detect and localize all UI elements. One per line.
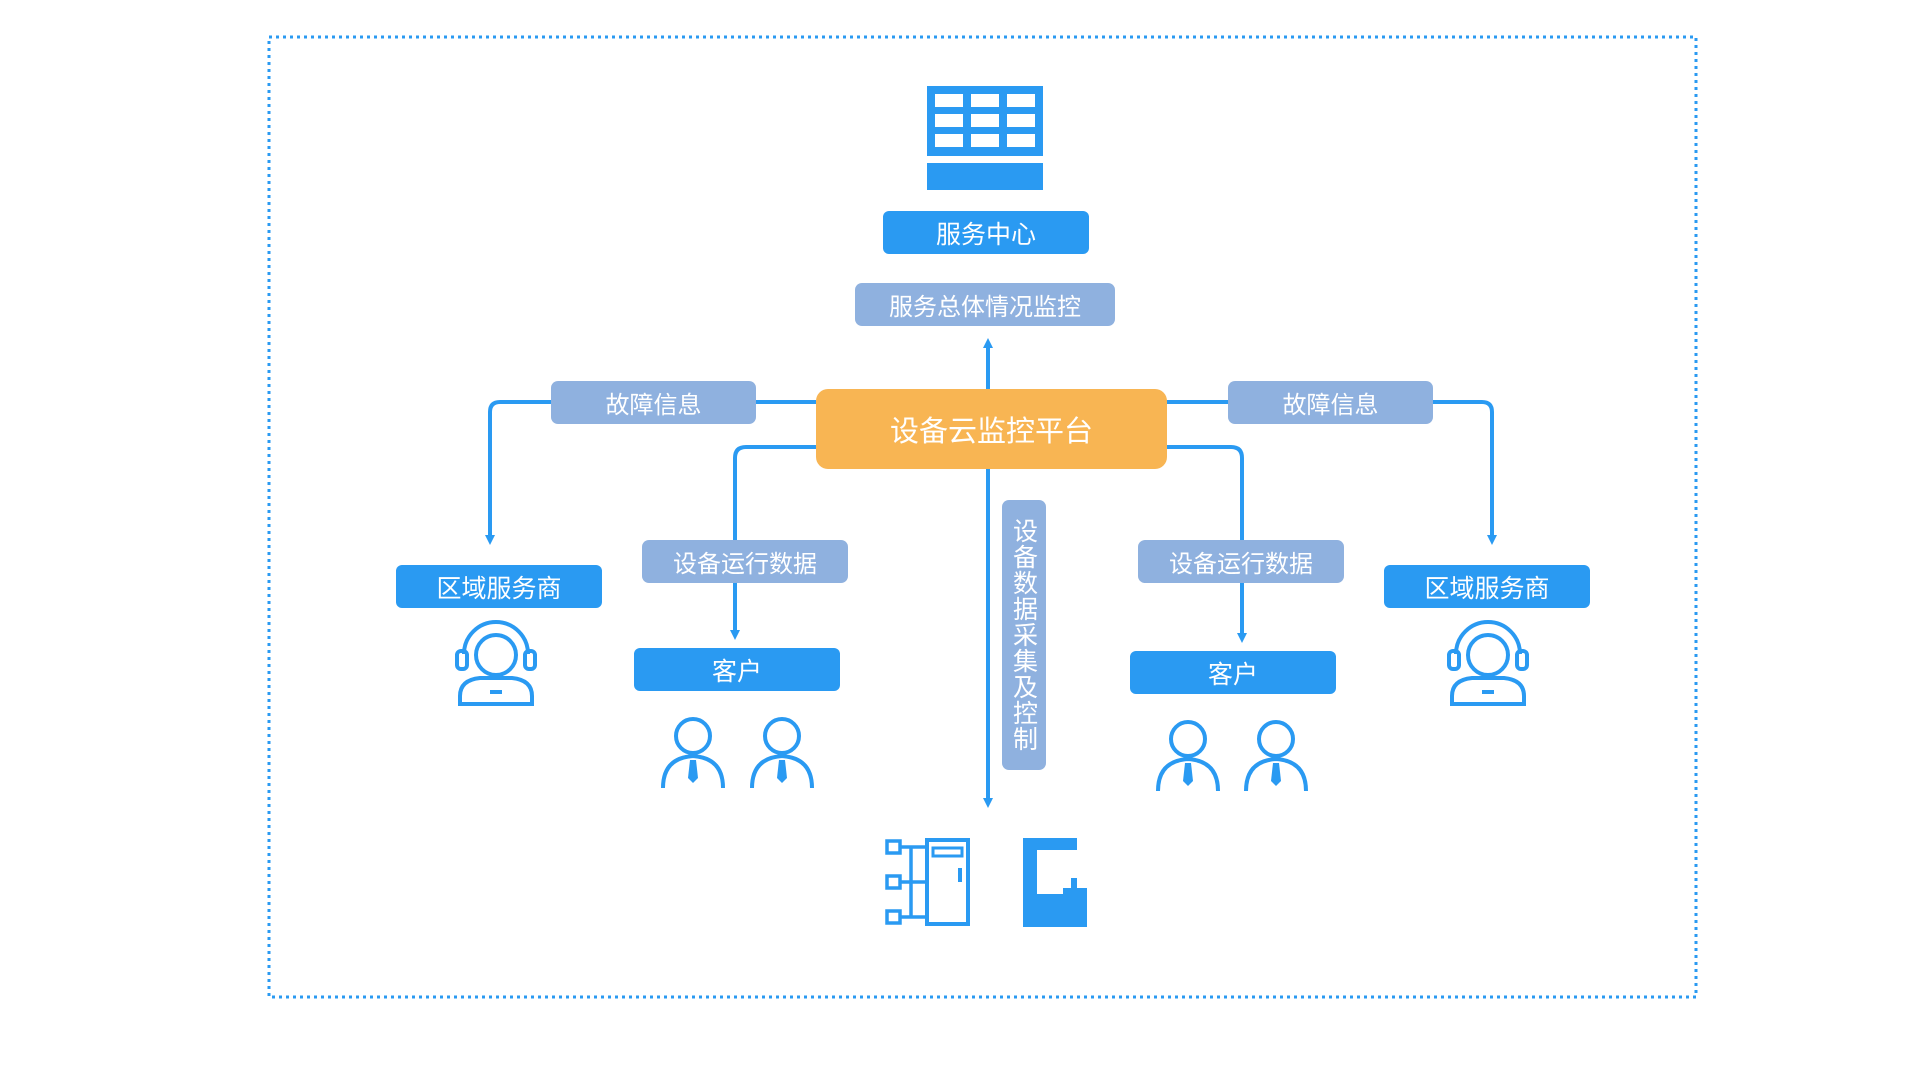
fault-info-left-label: 故障信息 [605,391,702,419]
arrow-fault-right [1163,400,1497,545]
run-data-left-box: 设备运行数据 [642,540,848,583]
customer-left-label: 客户 [711,656,762,686]
person-tie-icon [750,717,814,788]
person-tie-icon [661,717,725,788]
service-center-box: 服务中心 [883,211,1089,254]
customer-right-box: 客户 [1130,651,1336,694]
run-data-right-label: 设备运行数据 [1169,550,1313,578]
device-cabinet-icon [885,838,970,926]
run-data-right-box: 设备运行数据 [1138,540,1344,583]
overall-monitor-label: 服务总体情况监控 [889,293,1081,321]
device-machine-icon [1023,838,1087,927]
region-provider-right-label: 区域服务商 [1424,573,1550,603]
collect-control-box: 设备数据采集及控制 [1002,500,1046,770]
person-tie-icon [1156,720,1220,791]
fault-info-right-label: 故障信息 [1282,391,1379,419]
arrow-run-data-left [730,445,816,640]
customer-right-label: 客户 [1207,659,1258,689]
headset-agent-icon [1447,620,1529,706]
overall-monitor-label-box: 服务总体情况监控 [855,283,1115,326]
platform-label: 设备云监控平台 [889,414,1093,448]
person-tie-icon [1244,720,1308,791]
region-provider-left-label: 区域服务商 [436,573,562,603]
region-provider-right-box: 区域服务商 [1384,565,1590,608]
service-center-label: 服务中心 [935,219,1036,249]
customer-left-box: 客户 [634,648,840,691]
arrow-run-data-right [1163,445,1247,643]
headset-agent-icon [455,620,537,706]
collect-control-label: 设备数据采集及控制 [1009,518,1039,752]
building-icon [927,86,1043,190]
region-provider-left-box: 区域服务商 [396,565,602,608]
dashed-frame [267,35,1698,999]
platform-box: 设备云监控平台 [816,389,1167,469]
fault-info-left-box: 故障信息 [551,381,756,424]
fault-info-right-box: 故障信息 [1228,381,1433,424]
arrow-fault-left [485,400,816,545]
run-data-left-label: 设备运行数据 [673,550,817,578]
